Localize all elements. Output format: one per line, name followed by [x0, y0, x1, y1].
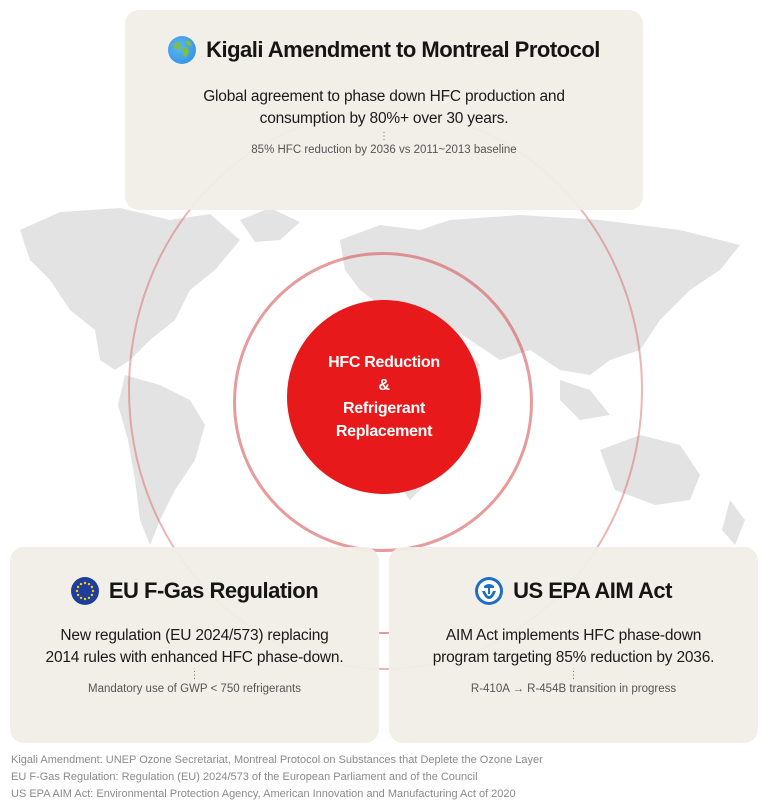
epa-logo-icon: [475, 577, 504, 605]
source-line: US EPA AIM Act: Environmental Protection…: [11, 788, 516, 800]
kigali-card: Kigali Amendment to Montreal Protocol Gl…: [125, 10, 643, 210]
kigali-note: 85% HFC reduction by 2036 vs 2011~2013 b…: [251, 144, 517, 156]
kigali-description: Global agreement to phase down HFC produ…: [203, 88, 565, 127]
us-note: R-410A → R-454B transition in progress: [470, 683, 677, 695]
eu-title: EU F-Gas Regulation: [108, 578, 319, 603]
us-epa-card: US EPA AIM Act AIM Act implements HFC ph…: [389, 547, 758, 743]
sources-footnote: Kigali Amendment: UNEP Ozone Secretariat…: [11, 752, 543, 803]
source-line: EU F-Gas Regulation: Regulation (EU) 202…: [11, 771, 478, 783]
vertical-dots-icon: ⋮: [379, 131, 389, 142]
center-label-line2: &: [378, 377, 390, 394]
center-label-line4: Replacement: [335, 423, 433, 440]
source-line: Kigali Amendment: UNEP Ozone Secretariat…: [11, 754, 543, 766]
center-circle: HFC Reduction & Refrigerant Replacement: [287, 300, 481, 494]
center-label-line1: HFC Reduction: [328, 354, 440, 371]
eu-fgas-card: EU F-Gas Regulation New regulation (EU 2…: [10, 547, 379, 743]
eu-title-row: EU F-Gas Regulation: [70, 577, 319, 605]
center-label-line3: Refrigerant: [342, 400, 426, 417]
eu-flag-icon: [70, 577, 99, 605]
us-description: AIM Act implements HFC phase-down progra…: [432, 627, 715, 666]
eu-note: Mandatory use of GWP < 750 refrigerants: [88, 683, 301, 695]
vertical-dots-icon: ⋮: [568, 670, 579, 681]
kigali-title-row: Kigali Amendment to Montreal Protocol: [168, 36, 600, 64]
inner-ring: [233, 252, 533, 552]
eu-description: New regulation (EU 2024/573) replacing 2…: [45, 627, 344, 666]
connector-line: [379, 632, 389, 634]
us-title-row: US EPA AIM Act: [475, 577, 672, 605]
globe-icon: [168, 36, 197, 64]
kigali-title: Kigali Amendment to Montreal Protocol: [206, 37, 600, 62]
vertical-dots-icon: ⋮: [189, 670, 200, 681]
us-title: US EPA AIM Act: [513, 578, 672, 603]
